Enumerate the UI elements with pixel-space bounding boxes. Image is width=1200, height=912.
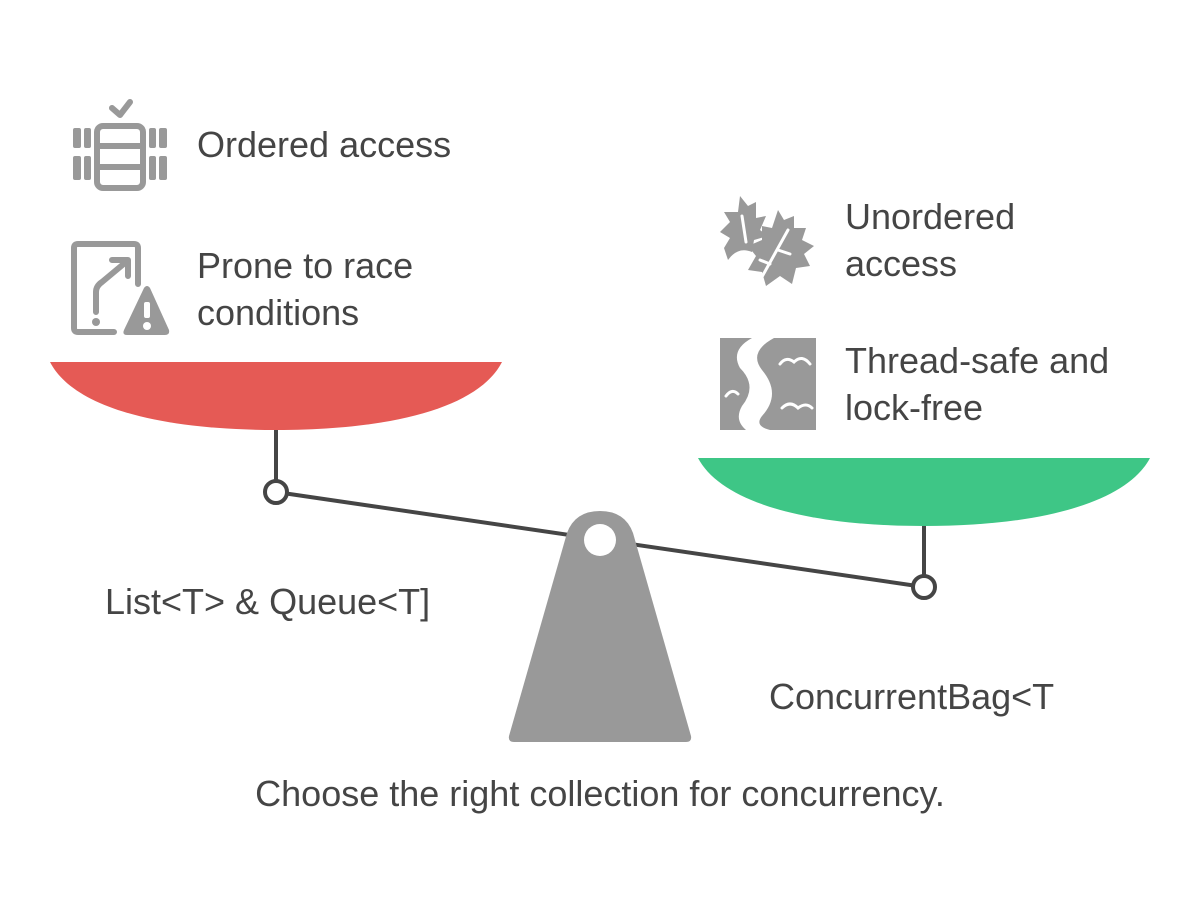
feature-ordered-access: Ordered access: [197, 124, 452, 165]
feature-thread-safe-line2: lock-free: [845, 387, 984, 428]
right-pivot: [911, 574, 937, 600]
left-collection-name: List<T> & Queue<T]: [105, 581, 431, 622]
left-pan: [50, 362, 502, 430]
feature-race-conditions-line1: Prone to race: [197, 245, 414, 286]
feature-race-conditions-line2: conditions: [197, 292, 360, 333]
ordered-list-icon: [73, 99, 167, 191]
right-collection-name: ConcurrentBag<T: [769, 676, 1055, 717]
feature-unordered-access: Unordered access: [845, 193, 1015, 287]
diagram-caption: Choose the right collection for concurre…: [255, 773, 945, 814]
feature-thread-safe-line1: Thread-safe and: [845, 340, 1110, 381]
feature-unordered-access-line2: access: [845, 243, 958, 284]
left-pivot: [263, 479, 289, 505]
feature-thread-safe: Thread-safe and lock-free: [845, 337, 1109, 431]
fulcrum-hole: [584, 524, 616, 556]
leaves-icon: [720, 196, 814, 286]
fulcrum: [508, 511, 692, 742]
right-pan: [698, 458, 1150, 526]
warning-path-icon: [71, 241, 170, 335]
feature-race-conditions: Prone to race conditions: [197, 242, 413, 336]
feature-unordered-access-line1: Unordered: [845, 196, 1016, 237]
winding-river-icon: [720, 338, 816, 430]
